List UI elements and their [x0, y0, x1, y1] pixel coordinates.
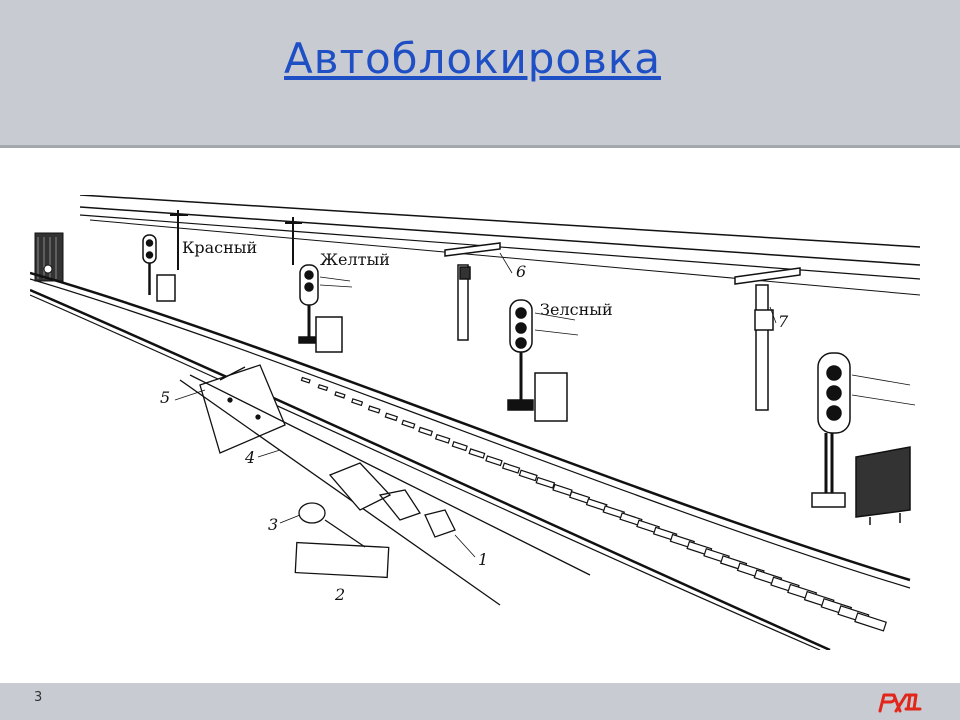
- label-red: Красный: [182, 238, 257, 257]
- sleeper: [300, 376, 311, 384]
- sleeper: [485, 455, 503, 467]
- sleeper: [518, 469, 538, 482]
- callout-7: 7: [778, 312, 789, 331]
- pole-7: [734, 267, 801, 411]
- tunnel-portal: [34, 232, 64, 282]
- page-number: 3: [34, 690, 43, 705]
- sleeper: [535, 476, 556, 489]
- sleeper: [569, 490, 591, 504]
- sleeper: [401, 419, 416, 429]
- callout-6: 6: [516, 262, 526, 281]
- sleeper: [434, 433, 451, 444]
- rails: [30, 271, 911, 650]
- callout-3: 3: [268, 515, 278, 534]
- rzd-logo-icon: [878, 693, 922, 713]
- slide-title[interactable]: Автоблокировка: [284, 34, 661, 83]
- callout-2: 2: [334, 585, 345, 604]
- signal-yellow: [298, 264, 343, 353]
- sleeper: [384, 412, 399, 422]
- sleeper: [501, 462, 521, 474]
- sleeper: [351, 398, 364, 407]
- sleeper: [367, 405, 381, 414]
- light-beams: [319, 276, 916, 406]
- slide-header: [0, 0, 960, 145]
- sleeper: [552, 483, 573, 497]
- callout-1: 1: [478, 550, 488, 569]
- label-yellow: Желтый: [320, 250, 390, 269]
- leader-lines: [174, 252, 777, 558]
- sleeper: [418, 426, 434, 437]
- pole-6: [444, 242, 501, 341]
- small-poles: [170, 210, 302, 270]
- sleeper: [317, 383, 329, 392]
- sleeper: [854, 612, 887, 632]
- callout-5: 5: [160, 388, 170, 407]
- sleepers: [300, 376, 887, 632]
- autoblocking-diagram: Красный Желтый Зелсный 1 2 3 4 5 6 7: [30, 195, 921, 650]
- signal-red: [142, 234, 176, 302]
- signal-green: [507, 299, 568, 422]
- sleeper: [468, 448, 486, 459]
- slide-footer: [0, 683, 960, 720]
- sleeper: [451, 441, 468, 452]
- callout-4: 4: [244, 448, 255, 467]
- signal-near: [811, 352, 911, 525]
- track-circuit: [179, 364, 591, 606]
- sleeper: [334, 391, 346, 399]
- header-divider: [0, 145, 960, 148]
- label-green: Зелсный: [540, 300, 613, 319]
